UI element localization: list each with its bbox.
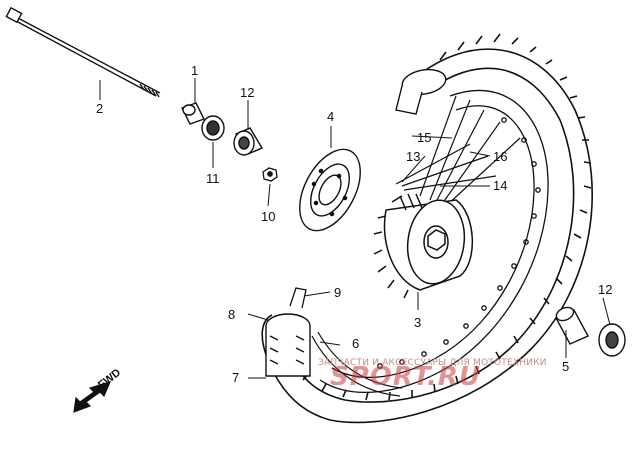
callout-14: 14 bbox=[493, 178, 508, 193]
callout-1: 1 bbox=[191, 63, 199, 78]
callout-12-left: 12 bbox=[240, 85, 255, 100]
callout-12-right: 12 bbox=[598, 282, 613, 297]
callout-6: 6 bbox=[352, 336, 360, 351]
wheel-rim bbox=[319, 89, 549, 393]
tire-section-lower bbox=[265, 313, 311, 377]
callout-7: 7 bbox=[232, 370, 240, 385]
forward-direction-arrow bbox=[73, 381, 112, 413]
callout-10: 10 bbox=[261, 209, 276, 224]
rim-band-top bbox=[395, 68, 447, 115]
axle-collar bbox=[181, 102, 205, 125]
callout-4: 4 bbox=[327, 109, 335, 124]
valve-stem bbox=[289, 287, 307, 309]
callout-11: 11 bbox=[206, 171, 220, 186]
callout-3: 3 bbox=[414, 315, 422, 330]
wheel-bearing-left bbox=[233, 127, 264, 156]
callout-13: 13 bbox=[406, 149, 421, 164]
callout-9: 9 bbox=[334, 285, 342, 300]
front-wheel-hub bbox=[373, 193, 473, 299]
watermark-brand: SPORT.RU bbox=[330, 362, 482, 392]
wheel-bearing-right bbox=[598, 323, 626, 357]
dust-seal bbox=[201, 115, 225, 141]
callout-2: 2 bbox=[96, 101, 104, 116]
side-collar bbox=[555, 306, 589, 345]
front-axle bbox=[5, 6, 161, 98]
leader-lines bbox=[99, 78, 611, 379]
inner-tube bbox=[311, 331, 403, 397]
callout-15: 15 bbox=[417, 130, 432, 145]
callout-16: 16 bbox=[493, 149, 508, 164]
spokes bbox=[395, 95, 521, 207]
brake-panel-plate bbox=[299, 148, 361, 232]
watermark-caption: ЗАПЧАСТИ И АКСЕССУАРЫ ДЛЯ МОТОТЕХНИКИ bbox=[318, 358, 547, 368]
callout-8: 8 bbox=[228, 307, 236, 322]
callout-5: 5 bbox=[562, 359, 570, 374]
hex-nut bbox=[262, 167, 278, 182]
